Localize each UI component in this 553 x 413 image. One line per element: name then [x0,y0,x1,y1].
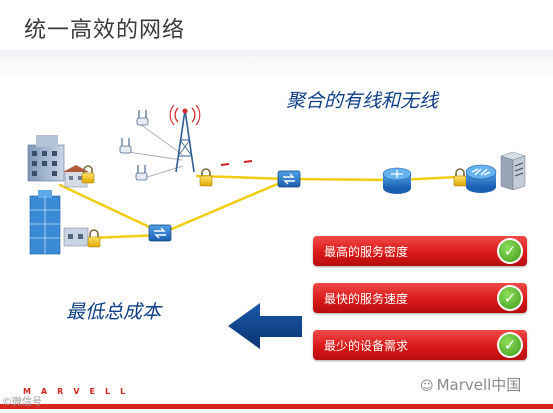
lock-icon [87,229,101,248]
access-point-icon [119,138,132,154]
server-icon [500,151,526,191]
router-icon [465,164,497,193]
lock-icon [199,168,213,187]
page-title: 统一高效的网络 [24,18,186,43]
wired-links [58,174,480,240]
switch-icon [277,170,301,188]
building-icon [63,227,89,247]
watermark-left: ©微信号 [2,397,42,408]
switch-icon [148,224,172,242]
cell-tower-icon [169,104,201,173]
wireless-signal-dashes [220,160,253,166]
lowest-cost-label: 最低总成本 [66,301,162,323]
building-icon [29,190,61,255]
benefit-badge: 最少的设备需求 ✓ [313,330,527,360]
check-icon: ✓ [497,238,523,264]
benefit-label: 最快的服务速度 [324,292,409,306]
benefit-badge: 最高的服务密度 ✓ [313,236,527,266]
lock-icon [453,168,467,187]
benefit-badge: 最快的服务速度 ✓ [313,283,527,313]
wired-wireless-subtitle: 聚合的有线和无线 [286,90,439,112]
brand-logo-text: MARVELL [23,387,136,396]
wechat-icon: ☺ [420,379,434,394]
footer-rule [0,404,553,409]
check-icon: ✓ [497,285,523,311]
access-point-icon [136,110,149,126]
lock-icon [81,165,95,184]
watermark-right: ☺Marvell中国 [420,374,521,395]
benefit-label: 最少的设备需求 [324,339,409,353]
arrow-left-icon [228,303,302,349]
benefit-label: 最高的服务密度 [324,245,409,259]
check-icon: ✓ [497,332,523,358]
building-icon [63,165,89,188]
router-icon [382,167,412,194]
access-point-icon [135,165,148,181]
title-band [0,50,553,80]
building-icon [27,135,65,182]
watermark-text: Marvell中国 [436,376,522,394]
wireless-links [127,123,184,179]
